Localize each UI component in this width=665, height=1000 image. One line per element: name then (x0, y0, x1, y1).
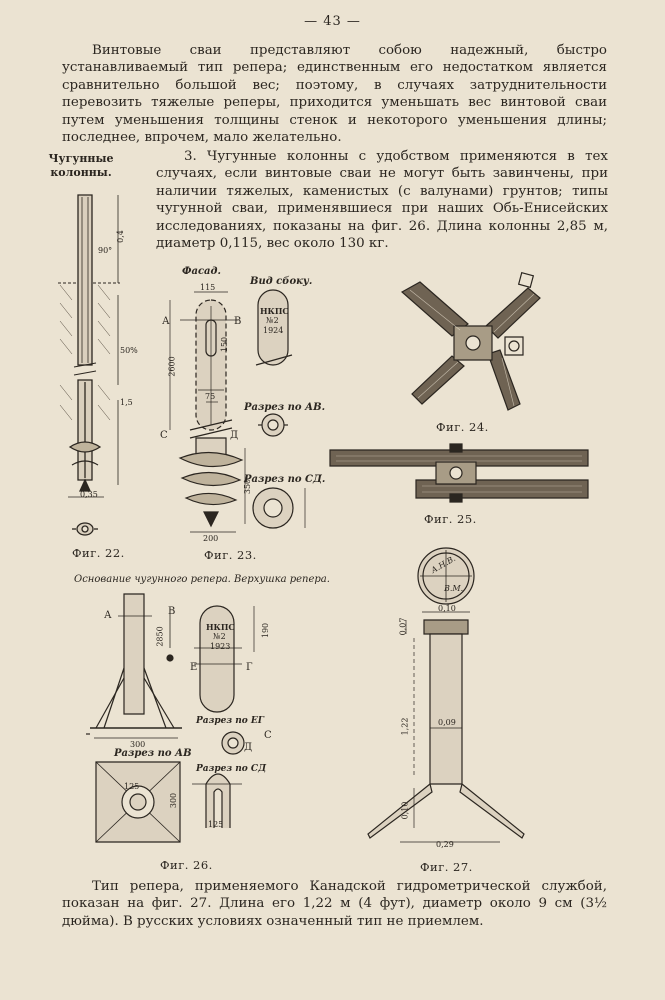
fig27-dim-122: 1,22 (400, 717, 410, 736)
fig23-dim-150: 150 (220, 336, 230, 353)
figure-27 (360, 548, 540, 848)
fig22-dim-top: 0,4 (115, 230, 125, 243)
page-number: — 43 — (304, 14, 361, 29)
fig27-dim-009: 0,09 (438, 718, 456, 727)
caption-fig27: Фиг. 27. (420, 860, 473, 874)
fig26-letter-d: Д (244, 742, 253, 753)
fig27-dim-029: 0,29 (436, 840, 454, 849)
fig26-plate: НКПС (206, 622, 235, 632)
paragraph-cast-iron-columns: 3. Чугунные колонны с удобством применяю… (156, 149, 608, 252)
fig26-cut-cd: Разрез по СД (196, 764, 267, 774)
figure-25 (326, 442, 592, 512)
fig26-plate-no: №2 (213, 632, 226, 641)
fig23-plate-no: №2 (266, 316, 279, 325)
side-heading: Чугунные колонны. (48, 152, 114, 179)
fig26-dim-125-b: 125 (208, 820, 224, 829)
fig23-title-front: Фасад. (182, 266, 221, 277)
fig26-dim-125-a: 125 (124, 782, 140, 791)
fig22-dim-lower: 1,5 (120, 398, 133, 407)
fig26-dim-300-side: 300 (169, 792, 179, 809)
figure-23 (150, 280, 320, 545)
fig26-letter-b: В (168, 606, 176, 617)
fig26-letter-a: А (104, 610, 112, 621)
fig26-cut-ab: Разрез по АВ (114, 748, 192, 759)
figure-24 (390, 262, 560, 417)
figure-26 (82, 588, 302, 858)
caption-fig25: Фиг. 25. (424, 512, 477, 526)
fig27-dim-007: 0,07 (398, 617, 408, 636)
fig26-letter-f: Г (246, 662, 253, 673)
figure-22 (40, 185, 150, 545)
fig23-letter-d: Д (230, 430, 239, 441)
fig22-dim-bottom: 0,35 (80, 490, 98, 499)
fig23-letter-b: В (234, 316, 242, 327)
paragraph-screw-piles: Винтовые сваи представляют собою надежны… (62, 43, 607, 146)
fig23-dim-115: 115 (200, 283, 216, 292)
caption-fig26: Фиг. 26. (160, 858, 213, 872)
caption-fig23: Фиг. 23. (204, 548, 257, 562)
fig22-dim-mid: 50% (120, 346, 138, 355)
fig27-dim-010-top: 0,10 (438, 604, 456, 613)
fig23-title-side: Вид сбоку. (250, 276, 313, 287)
fig26-title: Основание чугунного репера. Верхушка реп… (74, 574, 330, 585)
fig26-plate-year: 1923 (210, 642, 231, 651)
paragraph-canadian-type: Тип репера, применяемого Канадской гидро… (62, 879, 607, 929)
fig23-letter-c: С (160, 430, 168, 441)
fig23-dim-200: 200 (203, 534, 219, 543)
fig23-plate: НКПС (260, 306, 289, 316)
fig26-dim-190: 190 (261, 622, 271, 639)
fig26-dim-300-top: 300 (130, 740, 146, 749)
fig23-cut-ab: Разрез по АВ. (244, 402, 326, 413)
fig23-letter-a: А (162, 316, 170, 327)
fig27-disc-bottom: В.М. (444, 584, 464, 593)
fig26-letter-c: С (264, 730, 272, 741)
fig23-dim-75: 75 (205, 392, 216, 401)
fig23-dim-2600: 2600 (167, 356, 177, 377)
fig26-letter-e: Е (190, 662, 198, 673)
fig26-dim-2850: 2850 (155, 626, 165, 647)
fig26-cut-ef: Разрез по ЕГ (196, 716, 264, 726)
fig23-cut-cd: Разрез по СД. (244, 474, 326, 485)
fig23-plate-year: 1924 (263, 326, 284, 335)
caption-fig24: Фиг. 24. (436, 420, 489, 434)
fig27-dim-010-bottom: 0,10 (400, 801, 410, 820)
caption-fig22: Фиг. 22. (72, 546, 125, 560)
fig22-angle: 90° (98, 246, 113, 255)
